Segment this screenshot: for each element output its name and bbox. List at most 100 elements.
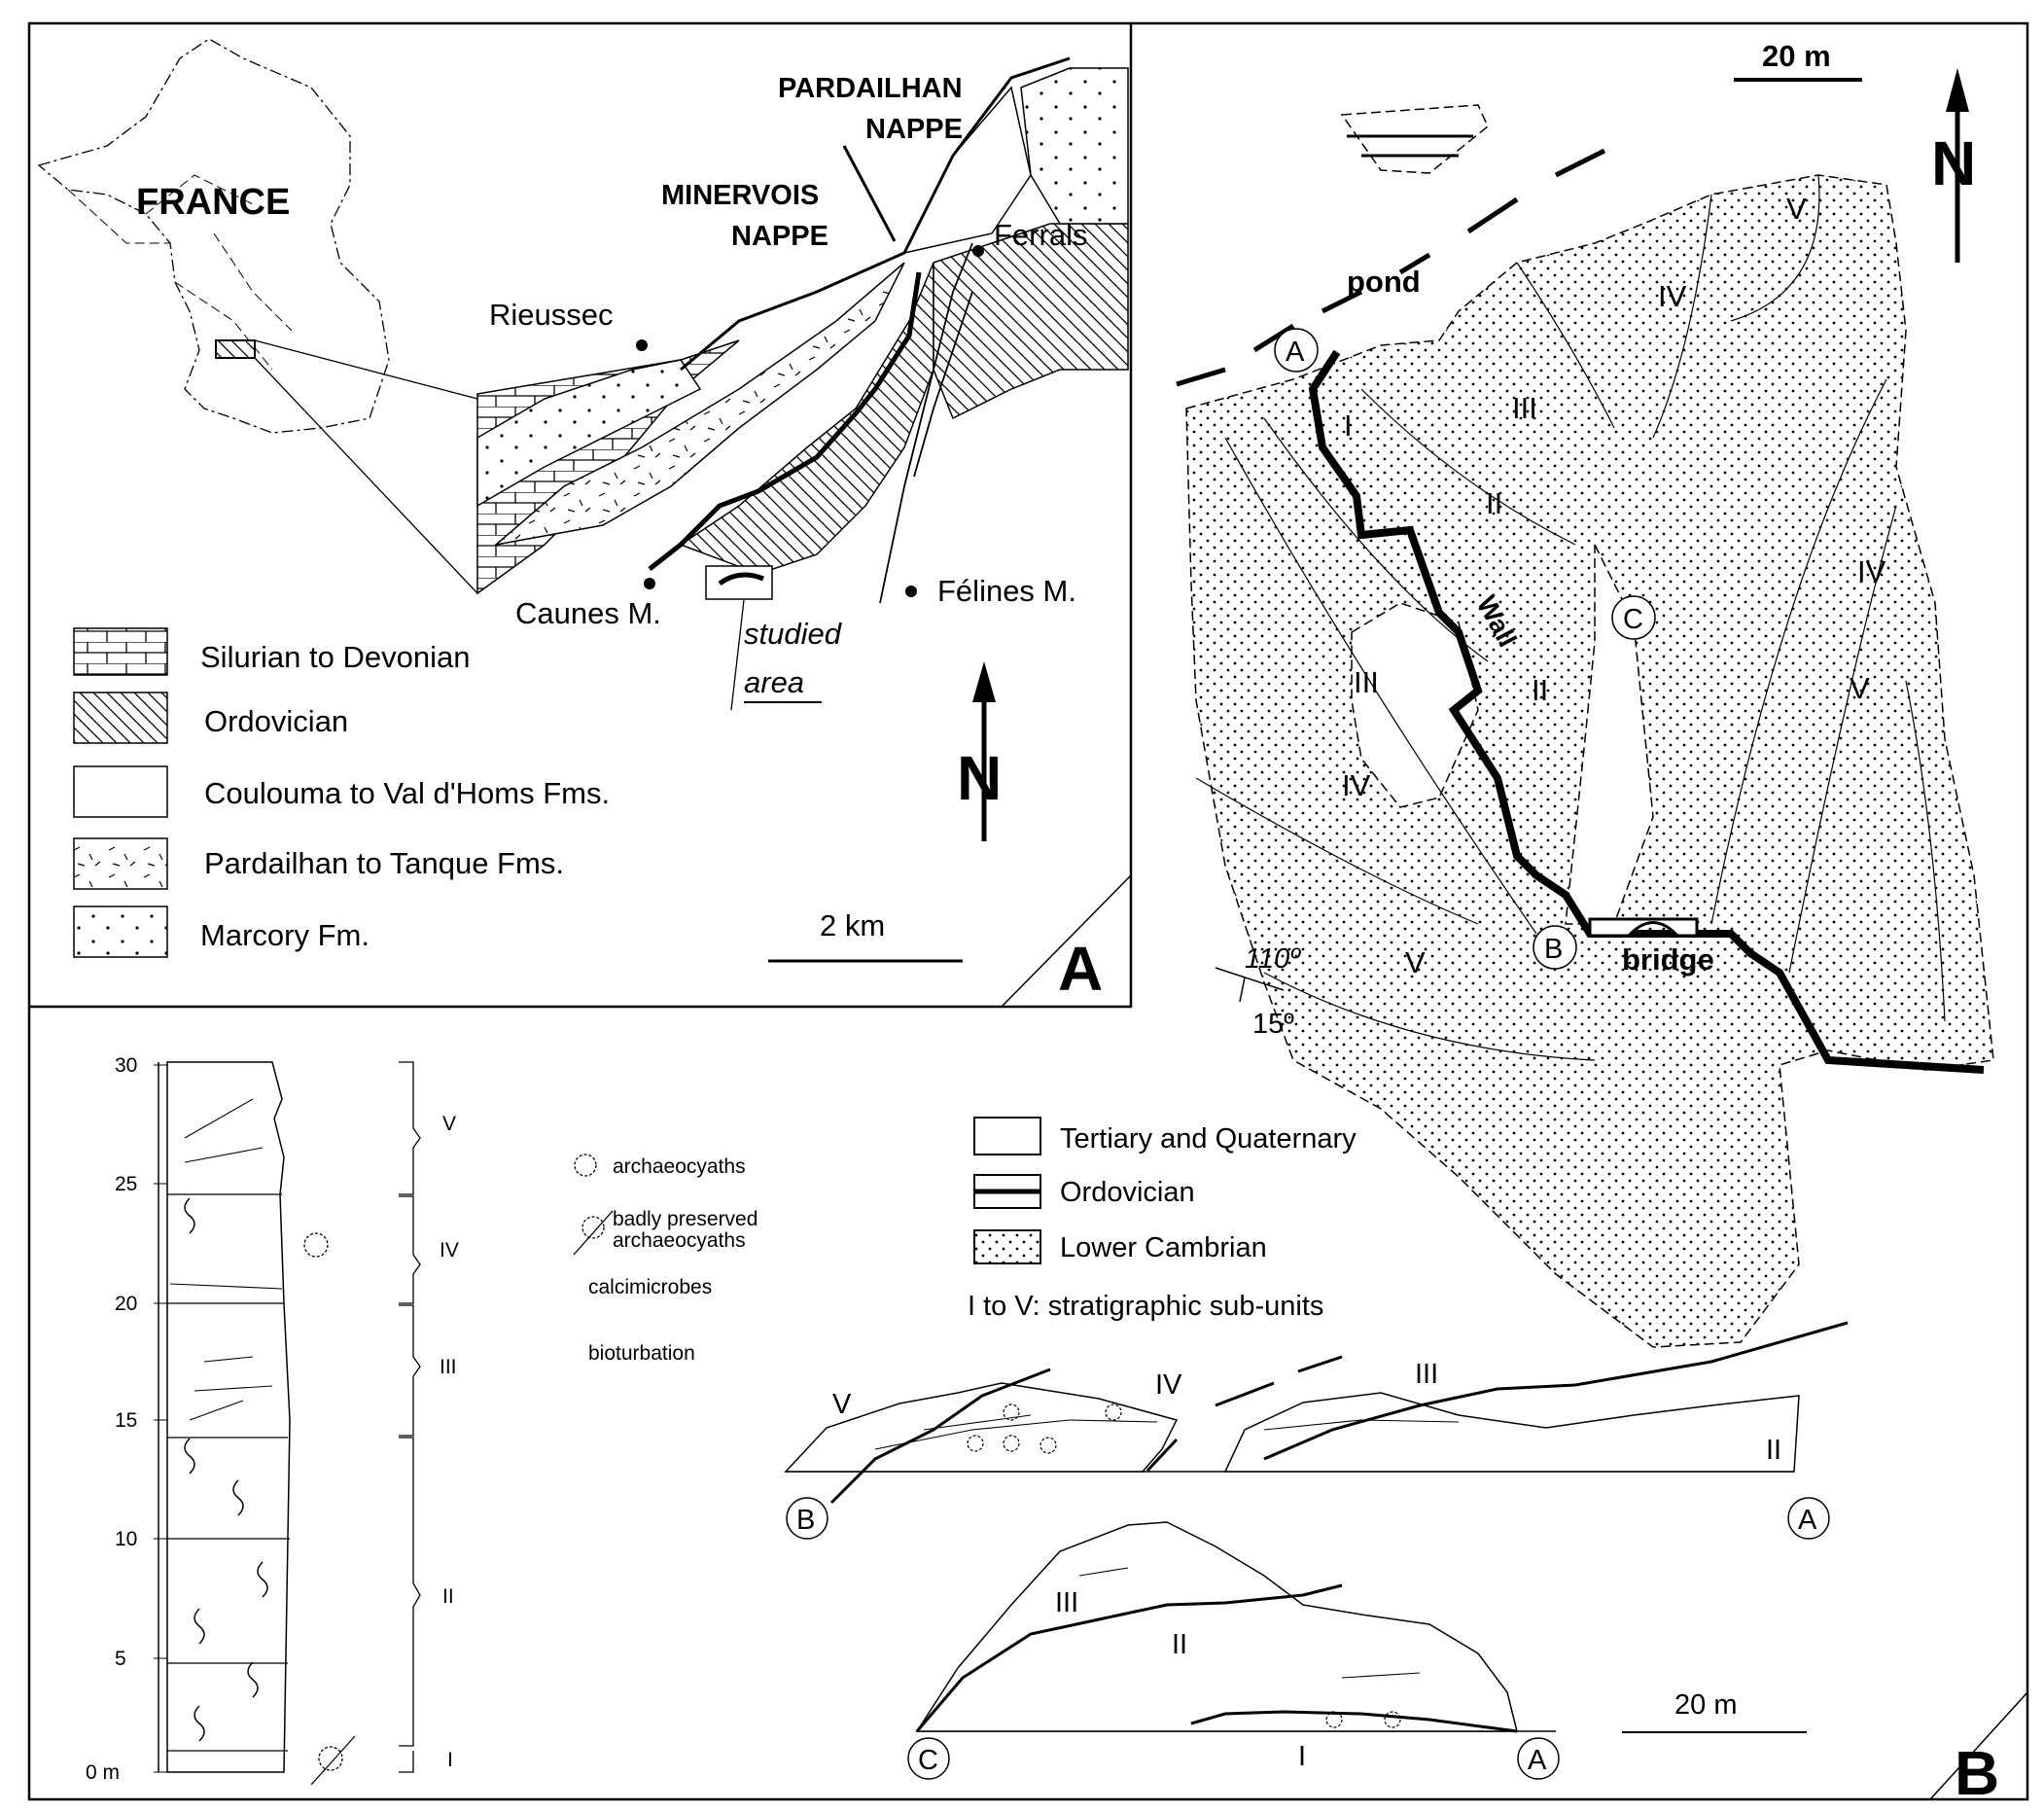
wall-line — [1308, 349, 1985, 1074]
subunit-brackets — [399, 1061, 421, 1773]
point-a-label: A — [1286, 337, 1305, 368]
dip-symbol — [1239, 977, 1246, 1003]
section-archaeocyaths — [967, 1403, 1122, 1454]
studied-area-mark — [718, 572, 764, 586]
thrust-fault — [1176, 148, 1606, 387]
legend-ordovician: Ordovician — [204, 704, 348, 738]
fossil-bioturbation: bioturbation — [588, 1342, 695, 1365]
tertiary-cover — [1351, 602, 1479, 808]
map-unit-iv-e: IV — [1857, 554, 1886, 588]
legend-marcory: Marcory Fm. — [200, 918, 370, 952]
column-body — [166, 1061, 291, 1773]
label-pardailhan-2: NAPPE — [865, 114, 963, 145]
ca-archaeocyaths — [1325, 1711, 1401, 1728]
unit-pardailhan-tanque — [493, 262, 905, 547]
section-ca-units: III II I — [1055, 1587, 1306, 1772]
legend-swatch-tertiary — [973, 1117, 1041, 1155]
col-subunit-v: V — [442, 1113, 456, 1135]
ba-unit-v: V — [832, 1389, 852, 1420]
legend-pardailhan: Pardailhan to Tanque Fms. — [204, 846, 564, 880]
label-ferrals: Ferrals — [994, 218, 1087, 252]
column-subunits: V IV III II I — [440, 1113, 459, 1771]
badly-preserved-icon — [581, 1216, 605, 1239]
legend-swatch-cambrian — [973, 1229, 1041, 1264]
outcrop-lines — [1347, 134, 1473, 158]
legend-swatch-coulouma — [73, 765, 168, 818]
zoom-line-bottom — [254, 357, 478, 594]
ca-unit-iii: III — [1055, 1587, 1078, 1618]
section-c-a: III II I C A — [907, 1521, 1560, 1780]
section-ca-left-marker — [907, 1737, 950, 1780]
tick-5: 5 — [115, 1648, 126, 1670]
label-felines: Félines M. — [937, 574, 1076, 608]
studied-pointer — [730, 599, 745, 711]
legend-ordovician-b: Ordovician — [1060, 1177, 1195, 1208]
point-b-marker — [1533, 925, 1577, 970]
panel-a: FRANCE PARDAILHAN NAPPE MINERVOIS NAPPE … — [27, 21, 1133, 1009]
ca-unit-i: I — [1298, 1741, 1306, 1772]
label-studied: studied — [744, 617, 843, 651]
france-outline — [37, 38, 390, 434]
label-strike: 110º — [1245, 943, 1301, 975]
location-box — [215, 339, 256, 359]
panel-a-frame — [27, 21, 1133, 1009]
bridge-outline — [1588, 917, 1699, 938]
nappe-pointer — [842, 145, 897, 242]
ca-unit-ii: II — [1172, 1629, 1187, 1660]
scale-label-top: 20 m — [1762, 39, 1831, 73]
tick-30: 30 — [115, 1054, 137, 1077]
section-ba-left: B — [796, 1505, 815, 1536]
section-ba-right: A — [1798, 1505, 1817, 1536]
tick-25: 25 — [115, 1173, 137, 1195]
label-minervois-1: MINERVOIS — [661, 180, 819, 211]
tick-15: 15 — [115, 1409, 137, 1432]
map-unit-v-ne: V — [1786, 192, 1807, 226]
zoom-line-top — [254, 339, 478, 400]
legend-swatch-pardailhan — [73, 837, 168, 890]
col-subunit-ii: II — [442, 1585, 454, 1608]
fault-1 — [879, 242, 973, 604]
column-laminations — [169, 1098, 283, 1421]
column-archaeocyath — [303, 1232, 329, 1258]
panel-label-b: B — [1955, 1738, 1999, 1808]
north-label-a: N — [957, 743, 1002, 813]
dot-ferrals — [972, 245, 984, 257]
map-unit-iv-n: IV — [1658, 279, 1687, 313]
column-badly-preserved — [318, 1746, 343, 1771]
fossil-badly-preserved: badly preserved — [613, 1208, 758, 1230]
panel-b-frame — [27, 21, 2029, 1801]
section-ba-units: V IV III II — [832, 1359, 1781, 1466]
legend-coulouma: Coulouma to Val d'Homs Fms. — [204, 776, 610, 810]
legend-subunits-note: I to V: stratigraphic sub-units — [968, 1291, 1323, 1322]
fossil-archaeocyaths: archaeocyaths — [613, 1155, 746, 1178]
label-pond: pond — [1347, 265, 1421, 299]
map-unit-labels: V IV III I II IV III II IV V V — [1342, 192, 1886, 979]
fossil-calcimicrobes: calcimicrobes — [588, 1276, 712, 1298]
bioturbation-marks — [184, 1197, 268, 1742]
unit-marcory — [476, 359, 702, 508]
column-beds — [167, 1193, 290, 1752]
section-ca-right: A — [1528, 1745, 1547, 1776]
tick-20: 20 — [115, 1293, 137, 1315]
label-caunes: Caunes M. — [515, 596, 661, 630]
panel-b: B 20 m N pond Wall bridge A B C — [27, 21, 2029, 1808]
ba-unit-ii: II — [1766, 1435, 1781, 1466]
col-subunit-iv: IV — [440, 1239, 459, 1261]
map-unit-v-sw: V — [1405, 945, 1426, 979]
legend-swatch-silurian — [73, 627, 168, 676]
fault-2 — [913, 291, 973, 478]
section-ca-right-marker — [1517, 1737, 1560, 1780]
corner-b — [1929, 1691, 2028, 1800]
section-ba-left-marker — [786, 1497, 828, 1540]
thrust-pardailhan — [680, 56, 1071, 372]
label-area: area — [744, 665, 804, 699]
strike-symbol — [1215, 967, 1285, 991]
section-ba-right-marker — [1787, 1497, 1830, 1540]
col-subunit-i: I — [447, 1749, 453, 1771]
map-unit-iii-w: III — [1354, 665, 1379, 699]
col-subunit-iii: III — [440, 1356, 457, 1378]
legend-silurian: Silurian to Devonian — [200, 640, 470, 674]
dot-caunes — [644, 578, 655, 589]
legend-a: Silurian to Devonian Ordovician Coulouma… — [73, 627, 610, 958]
